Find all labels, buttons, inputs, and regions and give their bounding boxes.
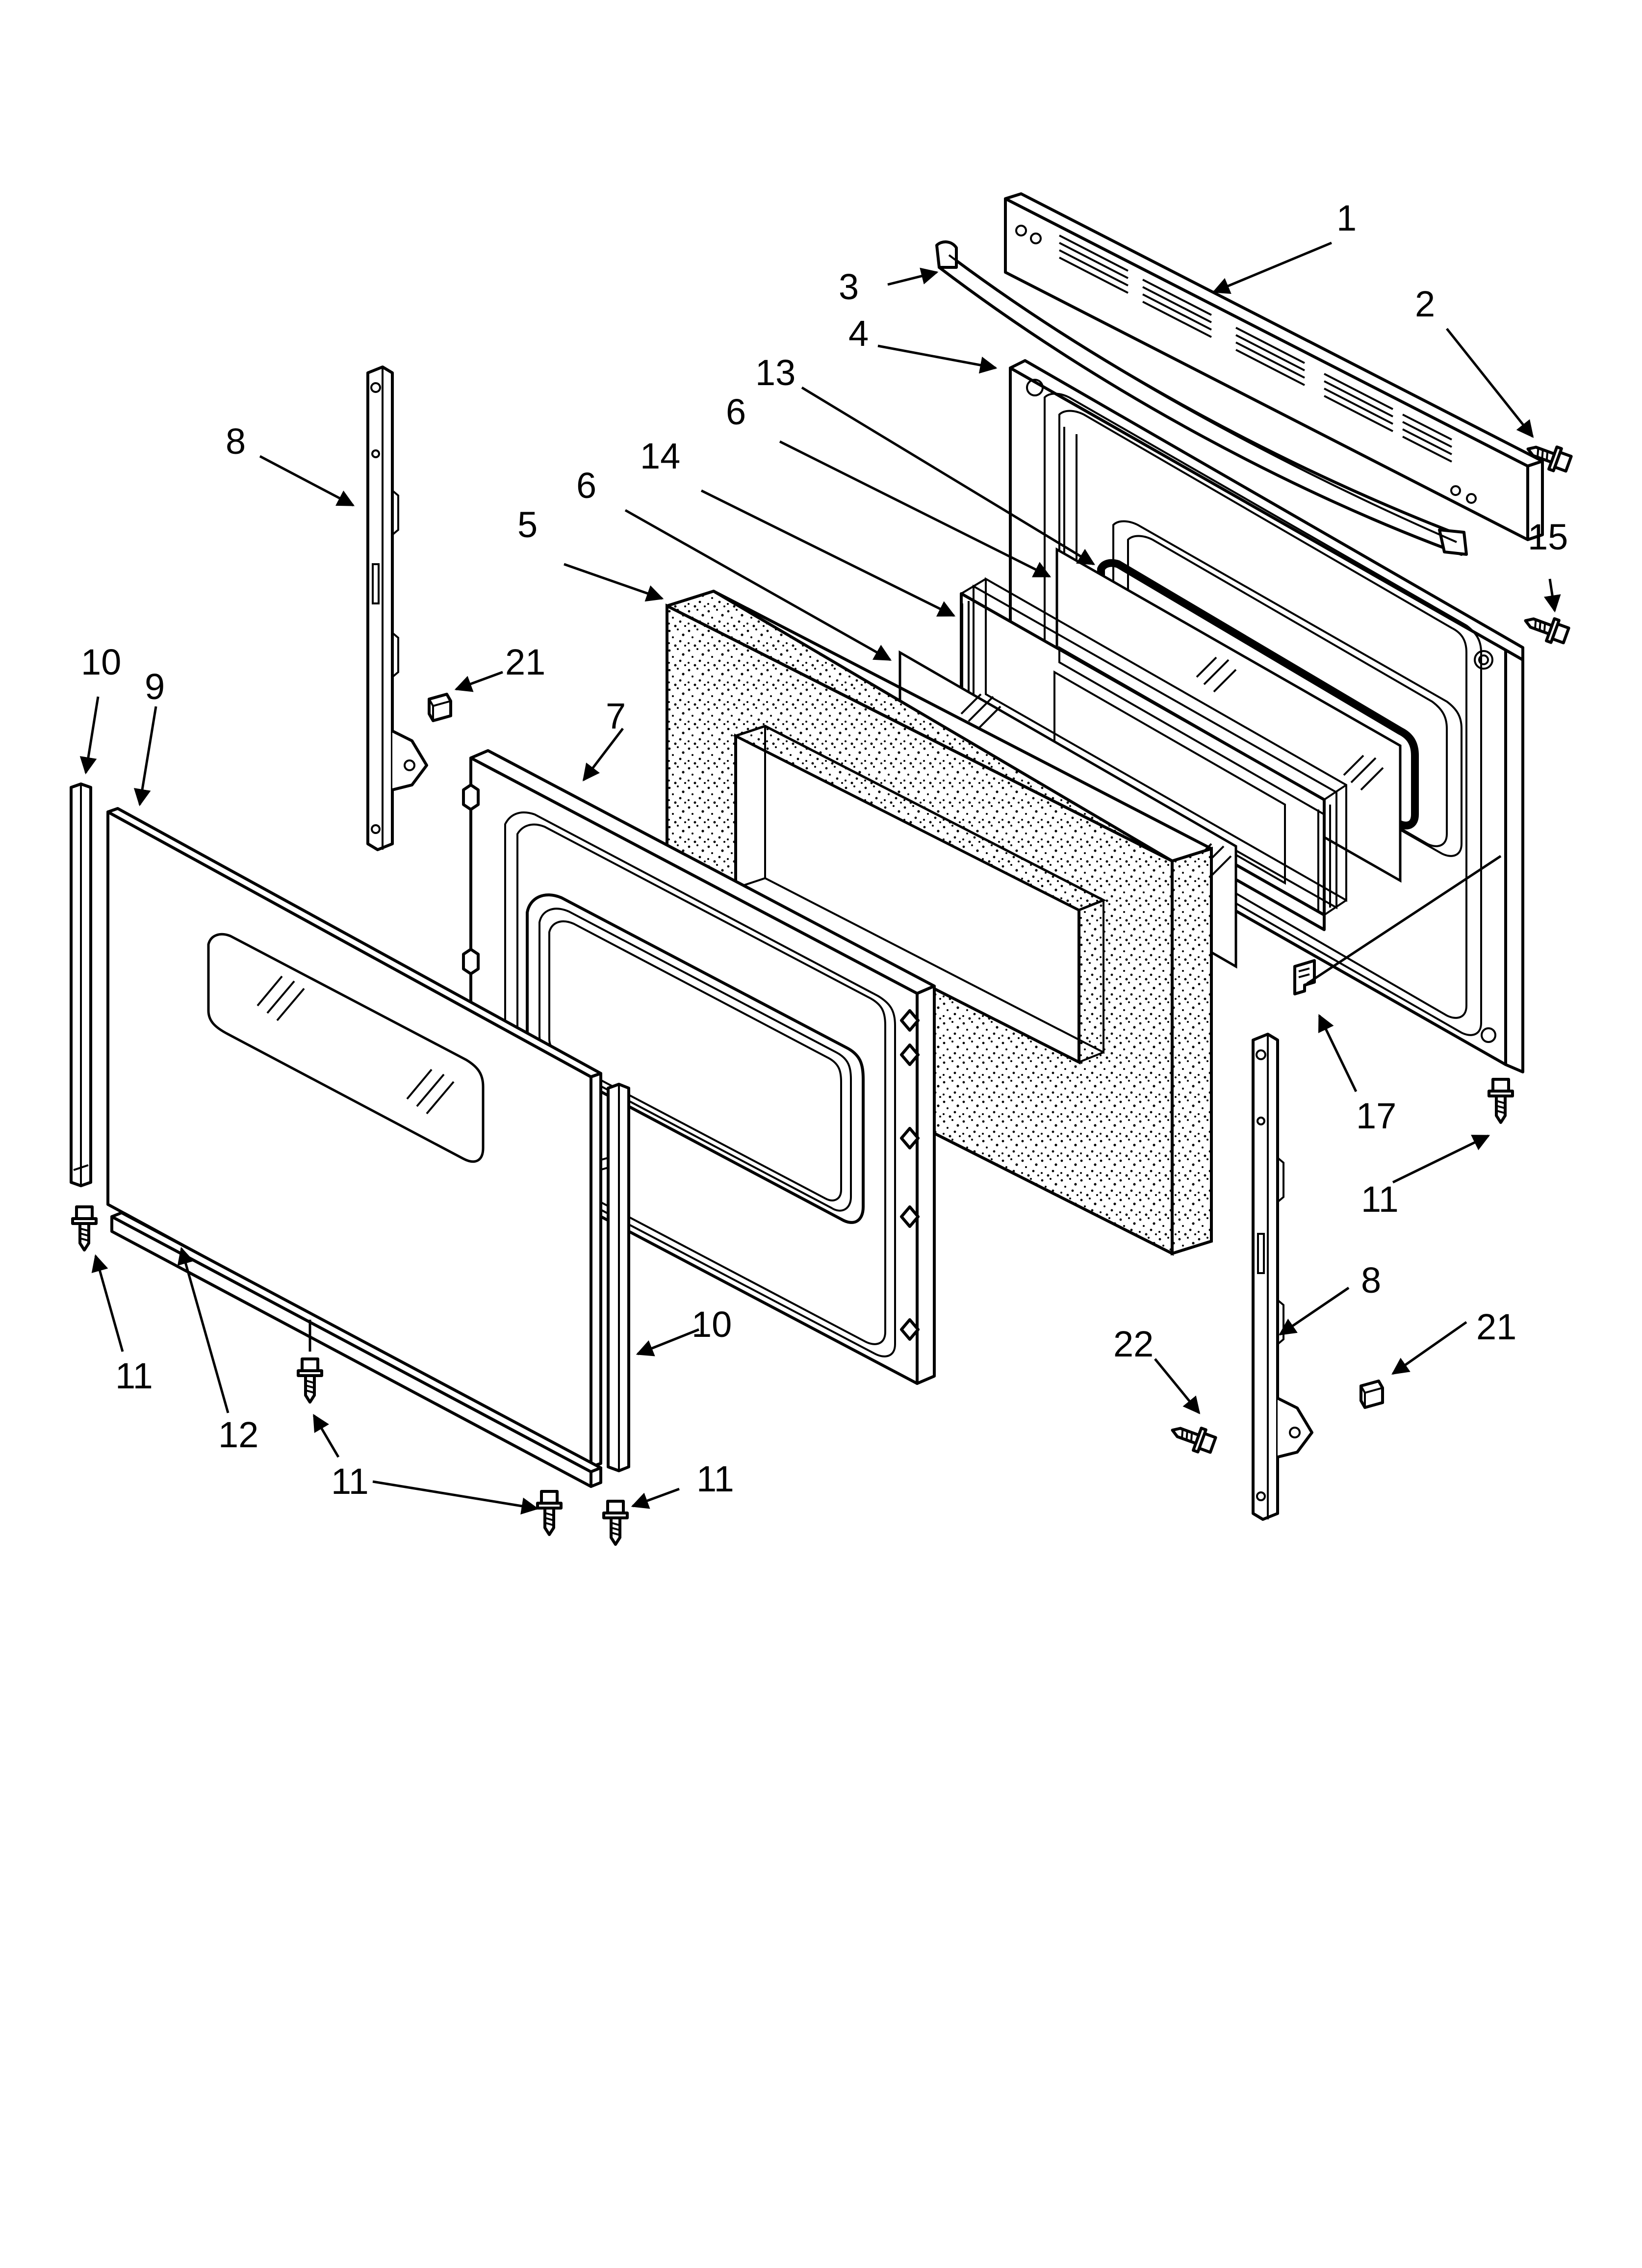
callout-10a: 10: [81, 642, 121, 682]
hinge-screw: [1168, 1419, 1217, 1456]
callout-labels: 1 2 3 4 13 6 14 6 5 8 15 10 9 21 7 17 11…: [81, 198, 1568, 1502]
callout-6a: 6: [726, 391, 746, 432]
callout-21a: 21: [505, 642, 545, 682]
callout-13: 13: [755, 352, 795, 393]
screw: [298, 1359, 322, 1402]
callout-1: 1: [1336, 198, 1357, 238]
callout-11d: 11: [696, 1459, 734, 1499]
screw: [1521, 610, 1570, 647]
callout-12: 12: [218, 1414, 258, 1455]
door-frame: [462, 749, 936, 1385]
callout-10b: 10: [692, 1304, 732, 1345]
callout-9: 9: [145, 666, 165, 707]
callout-22: 22: [1113, 1324, 1154, 1364]
screw: [604, 1501, 627, 1544]
callout-17: 17: [1356, 1095, 1396, 1136]
hinge: [366, 365, 428, 851]
screw: [1489, 1079, 1513, 1122]
hinge-receptacle: [1293, 959, 1316, 995]
callout-4: 4: [848, 313, 869, 354]
hinge: [1252, 1033, 1313, 1521]
callout-11c: 11: [331, 1461, 369, 1502]
callout-11b: 11: [115, 1356, 153, 1396]
top-trim-vent: [1004, 192, 1544, 541]
callout-8a: 8: [226, 421, 246, 462]
screw: [73, 1207, 96, 1250]
callout-2: 2: [1415, 284, 1435, 324]
callout-5: 5: [517, 504, 538, 545]
handle: [935, 240, 1468, 556]
screw: [538, 1491, 561, 1535]
callout-7: 7: [606, 696, 626, 736]
outer-glass-panel: [106, 807, 602, 1468]
leader-lines: [79, 241, 1561, 1515]
clip: [1361, 1381, 1383, 1408]
callout-3: 3: [839, 266, 859, 307]
insulation: [666, 590, 1213, 1256]
callout-15: 15: [1528, 517, 1568, 557]
callout-11a: 11: [1361, 1179, 1399, 1220]
bottom-trim: [110, 1211, 602, 1488]
callout-6b: 6: [576, 465, 596, 506]
clip: [429, 694, 451, 721]
side-trim: [607, 1083, 630, 1472]
callout-8b: 8: [1361, 1260, 1381, 1301]
callout-14: 14: [640, 436, 680, 476]
callout-21b: 21: [1476, 1306, 1516, 1347]
side-trim: [70, 782, 92, 1187]
